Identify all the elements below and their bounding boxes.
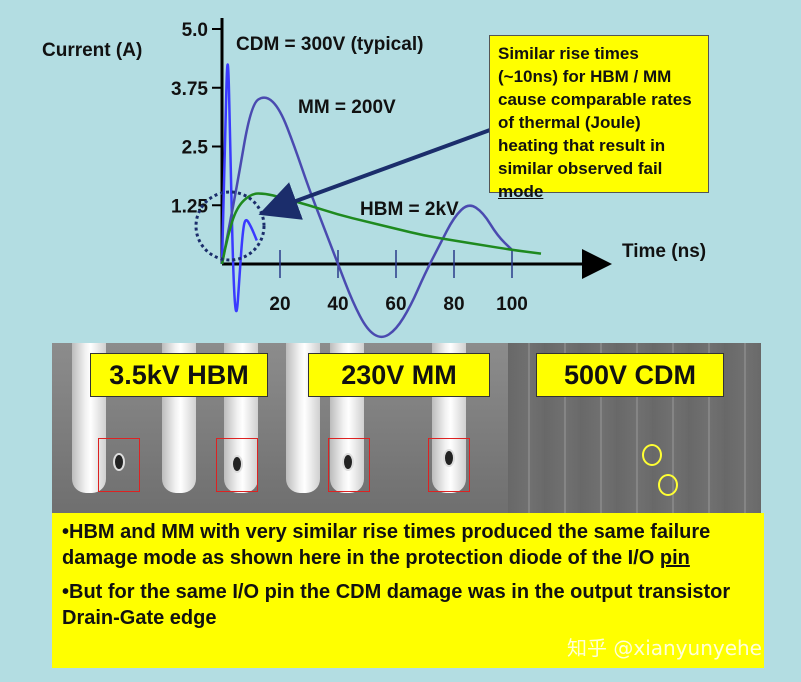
rise-time-callout: Similar rise times (~10ns) for HBM / MM … [489,35,709,201]
y-axis-label: Current (A) [42,40,142,61]
damage-site-box [216,438,258,492]
rise-time-highlight-ellipse [194,190,266,262]
series-line-2 [220,192,542,265]
cdm-damage-marker [642,444,662,466]
x-tick-label: 40 [327,294,348,315]
callout-underlined: mode [498,182,544,201]
y-tick-label: 3.75 [171,79,208,100]
damage-spot [443,449,455,467]
damage-site-box [328,438,370,492]
series-line-0 [220,63,258,313]
damage-spot [231,455,243,473]
mm-photo-label: 230V MM [308,353,490,397]
bullet-hbm-mm: •HBM and MM with very similar rise times… [62,519,754,571]
damage-site-box [98,438,140,492]
x-tick-label: 20 [269,294,290,315]
cdm-damage-marker [658,474,678,496]
mm-annotation: MM = 200V [298,97,396,118]
bullet-hbm-mm-underlined: pin [659,547,690,569]
callout-arrow [258,128,491,220]
damage-spot [342,453,354,471]
conclusion-textbox: •HBM and MM with very similar rise times… [52,513,764,668]
hbm-photo-label: 3.5kV HBM [90,353,268,397]
damage-spot [113,453,125,471]
bullet-cdm: •But for the same I/O pin the CDM damage… [62,581,731,629]
damage-site-box [428,438,470,492]
series-line-1 [220,96,513,339]
hbm-annotation: HBM = 2kV [360,199,459,220]
y-tick-label: 5.0 [182,20,208,41]
y-tick-label: 2.5 [182,138,209,159]
x-tick-label: 100 [496,294,528,315]
x-tick-label: 80 [443,294,464,315]
failure-micrographs: 3.5kV HBM 230V MM 500V CDM [52,343,761,513]
cdm-photo-label: 500V CDM [536,353,724,397]
watermark: 知乎 @xianyunyehe [567,636,762,660]
bullet-hbm-mm-text: •HBM and MM with very similar rise times… [62,521,711,569]
cdm-annotation: CDM = 300V (typical) [236,34,423,55]
x-tick-label: 60 [385,294,406,315]
callout-text: Similar rise times (~10ns) for HBM / MM … [498,44,692,178]
x-axis-label: Time (ns) [622,241,706,262]
